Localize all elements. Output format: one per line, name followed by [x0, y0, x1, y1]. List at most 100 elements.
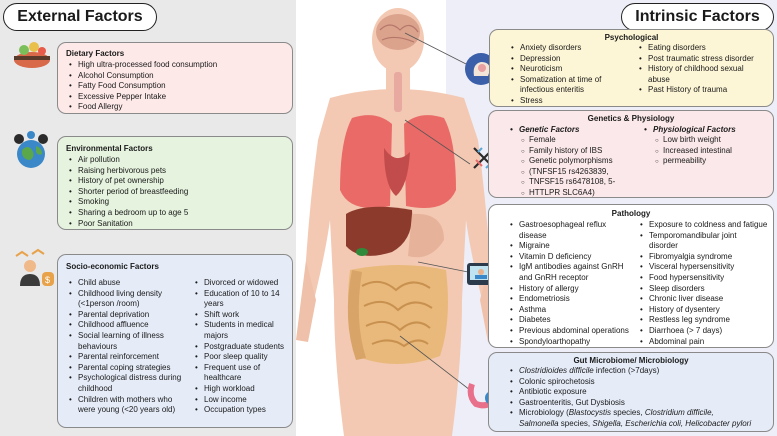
list-item: High ultra-processed food consumption: [68, 60, 217, 71]
list-item: Air pollution: [68, 155, 188, 166]
list-item-text: infection (>7days): [593, 366, 660, 375]
list-item: Post traumatic stress disorder: [638, 54, 772, 65]
list-item: Previous abdominal operations: [509, 326, 643, 337]
list-item: Spondyloarthopathy: [509, 337, 643, 348]
svg-text:$: $: [45, 275, 50, 285]
dietary-food-icon: [14, 42, 50, 68]
list-item-continuation: Salmonella species, Shigella, Escherichi…: [509, 419, 773, 430]
list-item: Social learning of illness: [68, 331, 200, 342]
list-item: Increased intestinal: [653, 146, 773, 157]
genetics-physiology-box: Genetics & Physiology Genetic Factors Fe…: [488, 110, 774, 199]
list-item-continuation: permeability: [653, 156, 773, 167]
dietary-factors-box: Dietary Factors High ultra-processed foo…: [57, 42, 293, 114]
list-item: Female: [519, 135, 647, 146]
list-item: History of dysentery: [639, 305, 773, 316]
list-item: Alcohol Consumption: [68, 71, 217, 82]
environment-globe-icon: [14, 131, 48, 168]
pathogen-name: Salmonella: [519, 418, 559, 428]
list-item: Excessive Pepper Intake: [68, 92, 217, 103]
list-item: Temporomandibular joint: [639, 231, 773, 242]
environmental-factors-box: Environmental Factors Air pollution Rais…: [57, 136, 293, 230]
list-item-continuation: disease: [519, 230, 547, 240]
psychological-factors-box: Psychological Anxiety disorders Depressi…: [489, 29, 774, 107]
pathogen-name: Clostridioides difficile: [519, 366, 594, 375]
list-item: Low birth weight: [653, 135, 773, 146]
pathology-title: Pathology: [611, 209, 651, 218]
list-item: Diarrhoea (> 7 days): [639, 326, 773, 337]
physiological-factors-sublist: Low birth weight Increased intestinal pe…: [653, 135, 773, 167]
list-item: Parental coping strategies: [68, 363, 200, 374]
list-item: Somatization at time of: [510, 75, 638, 86]
gut-microbiome-list: Clostridioides difficile infection (>7da…: [509, 366, 773, 430]
socioeconomic-list-col2: Divorced or widowed Education of 10 to 1…: [194, 278, 294, 416]
list-item: Sleep disorders: [639, 284, 773, 295]
pathogen-name: Blastocystis: [568, 408, 612, 418]
list-item: Childhood living density: [68, 289, 200, 300]
list-item: Depression: [510, 54, 638, 65]
list-item: Family history of IBS: [519, 146, 647, 157]
list-item-continuation: (<1person /room): [78, 299, 140, 309]
list-item: Diabetes: [509, 315, 643, 326]
physiological-factors-list: Physiological Factors: [643, 125, 773, 136]
genetics-physiology-title: Genetics & Physiology: [587, 114, 675, 123]
list-item: History of pet ownership: [68, 176, 188, 187]
external-factors-title: External Factors: [3, 3, 157, 31]
leader-line-pathology: [417, 261, 469, 273]
list-item-continuation: behaviours: [78, 341, 118, 351]
genetic-factors-sublist: Female Family history of IBS Genetic pol…: [519, 135, 647, 199]
list-item: Visceral hypersensitivity: [639, 262, 773, 273]
list-item: Asthma: [509, 305, 643, 316]
list-item-text: Microbiology (: [519, 408, 569, 418]
list-item: Smoking: [68, 197, 188, 208]
list-item: Vitamin D deficiency: [509, 252, 643, 263]
environmental-factors-title: Environmental Factors: [66, 144, 153, 153]
liver-stomach-organ: [346, 206, 444, 258]
list-item: Food hypersensitivity: [639, 273, 773, 284]
list-item: Shift work: [194, 310, 294, 321]
list-item: Psychological distress during: [68, 373, 200, 384]
pathology-box: Pathology Gastroesophageal reflux diseas…: [488, 204, 774, 348]
list-item: Colonic spirochetosis: [509, 377, 773, 388]
list-item: Microbiology (Blastocystis species, Clos…: [509, 408, 773, 419]
list-item: Poor sleep quality: [194, 352, 294, 363]
list-item: Past History of trauma: [638, 85, 772, 96]
list-item: History of allergy: [509, 284, 643, 295]
list-item-continuation: and GnRH receptor: [519, 272, 589, 282]
physiological-factors-heading: Physiological Factors: [643, 125, 773, 136]
list-item: Genetic polymorphisms: [519, 156, 647, 167]
psychological-list-col1: Anxiety disorders Depression Neuroticism…: [510, 43, 638, 107]
lungs-organ: [340, 115, 456, 208]
list-item: IgM antibodies against GnRH: [509, 262, 643, 273]
list-item: Frequent use of healthcare: [194, 363, 294, 384]
list-item: Raising herbivorous pets: [68, 166, 188, 177]
list-item: Parental deprivation: [68, 310, 200, 321]
list-item-text: species,: [611, 408, 645, 418]
list-item: Education of 10 to 14 years: [194, 289, 294, 310]
leader-line-lungs: [404, 119, 471, 165]
list-item: Fibromyalgia syndrome: [639, 252, 773, 263]
list-item: Stress: [510, 96, 638, 107]
list-item: Endometriosis: [509, 294, 643, 305]
gut-microbiome-title: Gut Microbiome/ Microbiology: [573, 356, 689, 365]
list-item: Child abuse: [68, 278, 200, 289]
list-item: Occupation types: [194, 405, 294, 416]
dietary-factors-list: High ultra-processed food consumption Al…: [68, 60, 217, 113]
list-item-continuation: HTTLPR SLC6A4): [519, 188, 647, 199]
socioeconomic-list-col1: Child abuse Childhood living density (<1…: [68, 278, 200, 416]
list-item: Exposure to coldness and fatigue: [639, 220, 773, 231]
list-item: Parental reinforcement: [68, 352, 200, 363]
genetic-factors-heading: Genetic Factors: [509, 125, 643, 136]
list-item: Gastroesophageal reflux: [509, 220, 643, 231]
intrinsic-factors-title: Intrinsic Factors: [621, 3, 774, 31]
brain-organ: [376, 14, 420, 50]
dietary-factors-title: Dietary Factors: [66, 49, 125, 58]
list-item-continuation: infectious enteritis: [520, 85, 585, 95]
pathology-list-col1: Gastroesophageal reflux disease Migraine…: [509, 220, 643, 347]
list-item: Students in medical majors: [194, 320, 294, 341]
list-item: Clostridioides difficile infection (>7da…: [509, 366, 773, 377]
socioeconomic-person-money-icon: $: [15, 248, 54, 286]
list-item: Children with mothers who: [68, 395, 200, 406]
list-item: Chronic liver disease: [639, 294, 773, 305]
socioeconomic-factors-title: Socio-economic Factors: [66, 262, 159, 271]
